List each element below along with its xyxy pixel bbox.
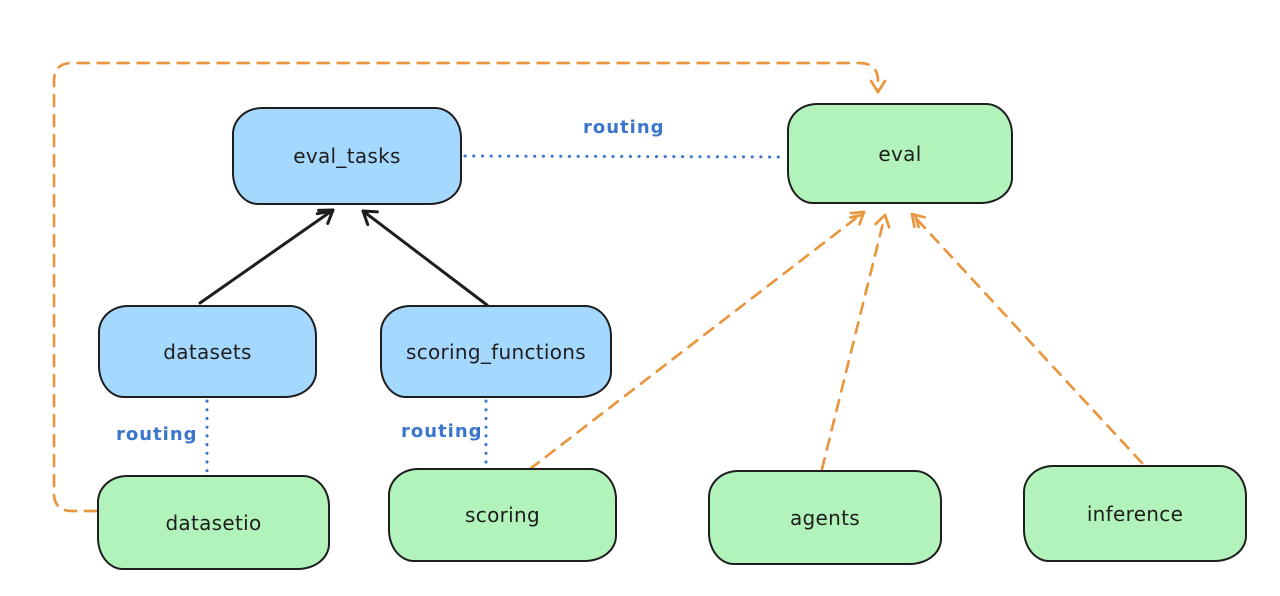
node-scoring-functions-label: scoring_functions xyxy=(405,339,587,364)
node-agents-label: agents xyxy=(790,505,860,530)
node-datasetio-label: datasetio xyxy=(165,510,262,535)
edge-scoring-to-eval xyxy=(528,210,866,471)
edge-label-routing-eval-tasks-eval: routing xyxy=(583,117,665,138)
node-inference: inference xyxy=(1023,465,1247,562)
node-datasets: datasets xyxy=(98,305,317,398)
node-scoring: scoring xyxy=(388,468,617,562)
edge-datasets-to-eval-tasks xyxy=(198,208,335,305)
node-eval: eval xyxy=(787,103,1013,204)
edge-label-routing-scoring-functions-scoring: routing xyxy=(401,421,483,442)
edge-inference-to-eval xyxy=(910,212,1144,465)
node-scoring-label: scoring xyxy=(465,503,540,527)
node-eval-label: eval xyxy=(878,141,922,166)
node-scoring-functions: scoring_functions xyxy=(380,305,612,398)
edge-eval-tasks-to-eval xyxy=(463,154,788,159)
node-datasetio: datasetio xyxy=(97,475,330,570)
edge-agents-to-eval xyxy=(820,213,891,471)
node-eval-tasks: eval_tasks xyxy=(232,107,462,205)
edge-datasetio-to-eval xyxy=(52,61,887,513)
node-inference-label: inference xyxy=(1086,501,1184,526)
node-agents: agents xyxy=(708,470,942,565)
edge-scoring-functions-to-eval-tasks xyxy=(361,209,489,307)
edge-label-routing-datasets-datasetio: routing xyxy=(116,424,198,445)
node-datasets-label: datasets xyxy=(163,339,252,364)
node-eval-tasks-label: eval_tasks xyxy=(293,144,401,168)
